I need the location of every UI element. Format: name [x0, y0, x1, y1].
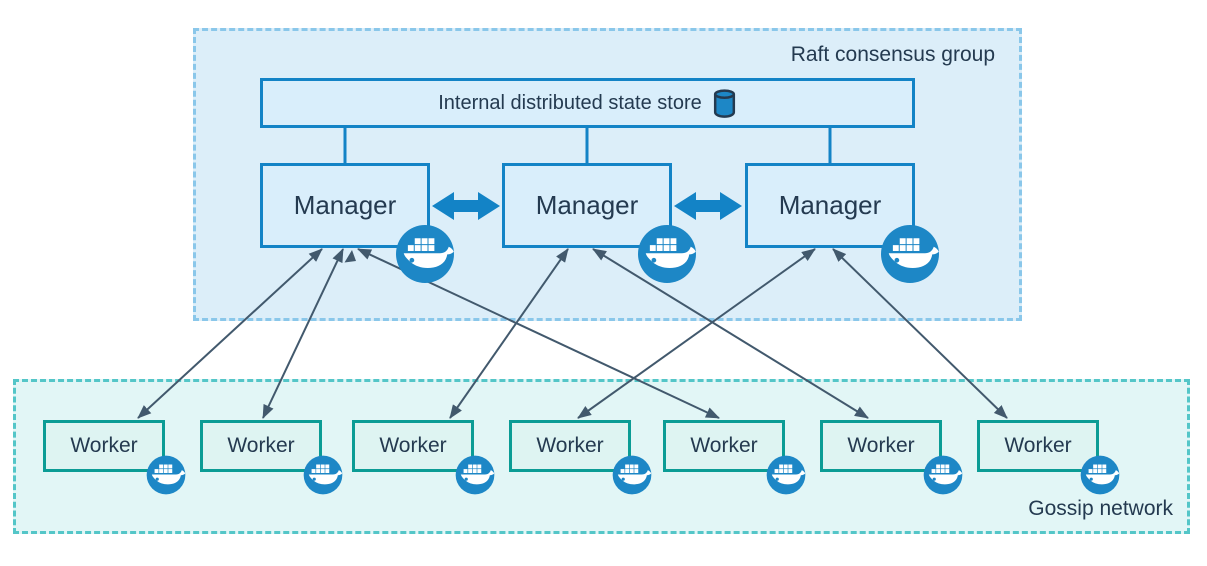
worker-1-label: Worker [70, 434, 138, 457]
link-manager-3-worker-7 [832, 248, 1008, 419]
database-cylinder-icon [713, 88, 735, 118]
worker-5-label: Worker [690, 434, 758, 457]
worker-6-node: Worker [820, 420, 963, 495]
link-manager-2-worker-3 [449, 248, 569, 419]
manager-3-label: Manager [778, 190, 882, 220]
worker-3-node: Worker [352, 420, 495, 495]
manager-3-node: Manager [745, 163, 939, 283]
worker-7-node: Worker [977, 420, 1120, 495]
worker-7-label: Worker [1004, 434, 1072, 457]
worker-6-label: Worker [847, 434, 915, 457]
link-manager-1-worker-1 [137, 248, 323, 419]
gossip-network-label: Gossip network [1028, 497, 1173, 520]
raft-consensus-group-label: Raft consensus group [790, 43, 995, 66]
manager-2-label: Manager [535, 190, 639, 220]
worker-2-label: Worker [227, 434, 295, 457]
extra-arrowhead-manager-1 [344, 250, 356, 263]
state-store-label: Internal distributed state store [438, 91, 702, 114]
manager-2-node: Manager [502, 163, 696, 283]
state-store-box: Internal distributed state store [260, 78, 915, 128]
worker-1-node: Worker [43, 420, 186, 495]
link-manager-1-worker-5 [357, 248, 720, 419]
worker-4-node: Worker [509, 420, 652, 495]
worker-5-node: Worker [663, 420, 806, 495]
worker-3-label: Worker [379, 434, 447, 457]
peer-arrow-manager-1-manager-2 [432, 192, 500, 220]
manager-1-node: Manager [260, 163, 454, 283]
manager-1-label: Manager [293, 190, 397, 220]
link-manager-3-worker-4 [577, 248, 816, 419]
link-manager-1-worker-2 [262, 248, 344, 419]
worker-4-label: Worker [536, 434, 604, 457]
peer-arrow-manager-2-manager-3 [674, 192, 742, 220]
link-manager-2-worker-6 [592, 248, 869, 419]
worker-2-node: Worker [200, 420, 343, 495]
